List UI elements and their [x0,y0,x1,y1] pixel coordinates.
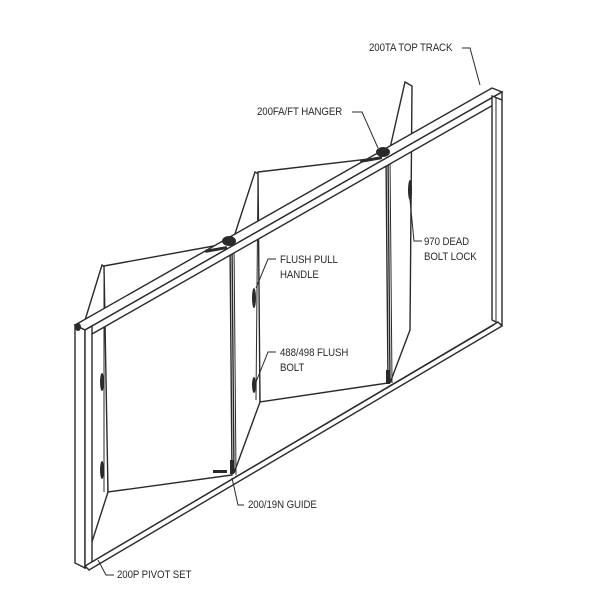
left-post [74,323,93,570]
label-hanger: 200FA/FT HANGER [257,106,343,118]
label-flush-bolt-line2: BOLT [280,362,305,374]
label-dead-bolt-line1: 970 DEAD [424,236,470,248]
right-post [491,94,503,327]
label-flush-pull-line2: HANDLE [280,269,319,281]
door-panels [81,80,413,549]
label-guide: 200/19N GUIDE [248,499,317,511]
hanger-icon-2 [376,147,390,157]
label-dead-bolt-line2: BOLT LOCK [424,251,477,263]
hanger-icon-1 [222,236,236,246]
label-flush-bolt-line1: 488/498 FLUSH [280,347,349,359]
label-pivot-set: 200P PIVOT SET [117,569,192,581]
flush-bolt-icon [252,377,256,393]
hardware [75,147,412,479]
guide-icon [230,460,234,474]
handle-icon [100,373,104,391]
bottom-track [83,321,504,571]
dead-bolt-icon [408,180,412,200]
label-top-track: 200TA TOP TRACK [369,42,453,54]
flush-pull-handle-icon [252,288,256,308]
label-flush-pull-line1: FLUSH PULL [280,254,338,266]
leader-lines [97,47,481,576]
